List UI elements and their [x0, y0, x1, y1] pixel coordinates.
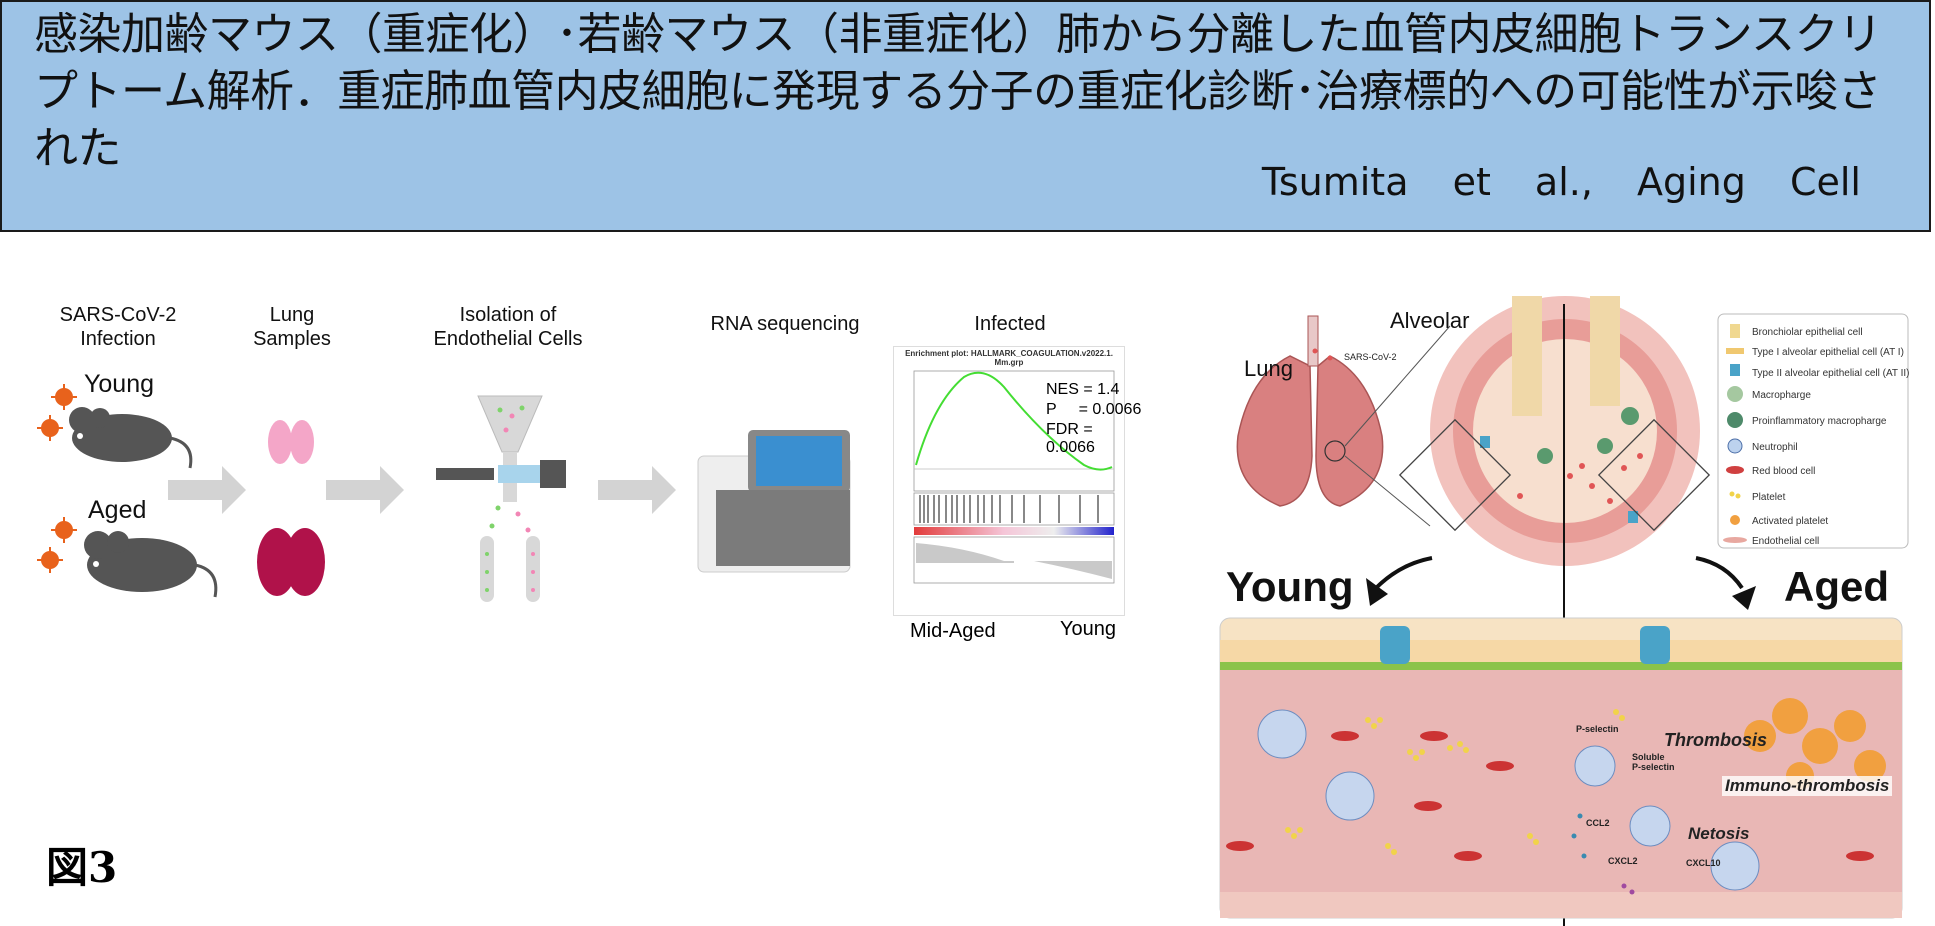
- aged-arrow-icon: [1695, 556, 1744, 590]
- step-lung-samples-label: Lung Samples: [253, 304, 331, 350]
- legend-item-9: Endothelial cell: [1752, 536, 1819, 547]
- aged-mouse-icon: [84, 531, 218, 598]
- gsea-enrichment-plot: Enrichment plot: HALLMARK_COAGULATION.v2…: [893, 346, 1141, 616]
- cell-legend: Bronchiolar epithelial cell Type I alveo…: [1717, 313, 1909, 549]
- legend-item-8: Activated platelet: [1752, 516, 1828, 527]
- figure-label: 図3: [46, 843, 118, 892]
- sequencer-icon: [697, 430, 851, 573]
- legend-item-1: Type I alveolar epithelial cell (AT I): [1752, 347, 1904, 358]
- mid-aged-label: Mid-Aged: [910, 620, 996, 642]
- step-infected-label: Infected: [974, 313, 1046, 335]
- cxcl10-label: CXCL10: [1686, 858, 1721, 868]
- ccl2-label: CCL2: [1586, 818, 1610, 828]
- p-selectin-label: P-selectin: [1576, 724, 1619, 734]
- immuno-thrombosis-label: Immuno-thrombosis: [1722, 776, 1893, 796]
- step-rna-seq-label: RNA sequencing: [710, 313, 860, 335]
- fdr-value: FDR = 0.0066: [1046, 421, 1095, 456]
- virus-icon: [37, 384, 77, 573]
- p-value: P = 0.0066: [1046, 401, 1142, 418]
- cxcl2-label: CXCL2: [1608, 856, 1638, 866]
- enrichment-score-curve: [915, 371, 1113, 471]
- soluble-p-selectin-label: Soluble P-selectin: [1632, 752, 1675, 772]
- lung-organ-icon: [1236, 315, 1384, 507]
- pathology-illustration: Bronchiolar epithelial cell Type I alveo…: [1219, 296, 1909, 926]
- header-banner: 感染加齢マウス（重症化）･若齢マウス（非重症化）肺から分離した血管内皮細胞トラン…: [0, 0, 1931, 232]
- young-panel-label: Young: [1226, 563, 1354, 610]
- legend-item-0: Bronchiolar epithelial cell: [1752, 327, 1863, 338]
- funnel-icon: [436, 395, 566, 602]
- step-isolation-label: Isolation of Endothelial Cells: [433, 304, 583, 350]
- legend-item-4: Proinflammatory macropharge: [1752, 416, 1887, 427]
- legend-item-6: Red blood cell: [1752, 466, 1815, 477]
- young-arrow-icon: [1374, 556, 1433, 590]
- hit-barcode: [913, 492, 1115, 526]
- aged-lung-icon: [257, 528, 325, 596]
- banner-citation: Tsumita et al., Aging Cell: [1261, 160, 1861, 204]
- legend-item-3: Macropharge: [1752, 390, 1811, 401]
- blood-vessel-panel: [1219, 617, 1903, 919]
- young-lung-icon: [268, 420, 314, 464]
- sars-cov-2-label: SARS-CoV-2: [1344, 352, 1397, 362]
- aged-mouse-label: Aged: [88, 496, 147, 524]
- thrombosis-label: Thrombosis: [1664, 730, 1768, 750]
- step-infection-label: SARS-CoV-2 Infection: [59, 304, 177, 350]
- lung-label: Lung: [1244, 356, 1293, 381]
- legend-item-2: Type II alveolar epithelial cell (AT II): [1752, 368, 1909, 379]
- young-mouse-icon: [69, 407, 193, 469]
- workflow-diagram: [37, 384, 851, 602]
- arrow-icon: [168, 466, 676, 514]
- nes-value: NES = 1.4: [1046, 381, 1120, 398]
- gsea-curve-chart: [913, 370, 1115, 584]
- banner-title: 感染加齢マウス（重症化）･若齢マウス（非重症化）肺から分離した血管内皮細胞トラン…: [34, 9, 1882, 174]
- aged-panel-label: Aged: [1784, 563, 1889, 610]
- netosis-label: Netosis: [1688, 824, 1750, 843]
- legend-item-5: Neutrophil: [1752, 442, 1798, 453]
- alveolar-label: Alveolar: [1390, 308, 1470, 333]
- ranking-color-bar: [914, 527, 1114, 535]
- gsea-plot-title: Enrichment plot: HALLMARK_COAGULATION.v2…: [905, 349, 1113, 367]
- young-mouse-label: Young: [84, 370, 154, 398]
- young-group-label: Young: [1060, 618, 1116, 640]
- legend-item-7: Platelet: [1752, 492, 1786, 503]
